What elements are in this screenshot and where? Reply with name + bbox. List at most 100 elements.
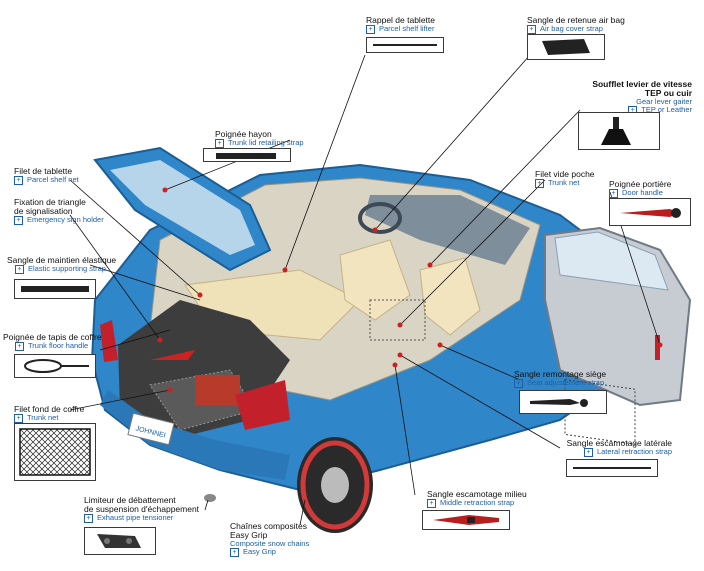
label-middle-retraction-strap: Sangle escamotage milieu + Middle retract… bbox=[427, 490, 527, 508]
label-en: Middle retraction strap bbox=[440, 498, 515, 508]
expand-icon[interactable]: + bbox=[527, 24, 536, 34]
thumb-trunk-lid-strap bbox=[203, 148, 291, 162]
thumb-lateral-retraction-strap bbox=[566, 459, 658, 477]
label-fr-line1: Chaînes composites bbox=[230, 521, 308, 531]
label-parcel-shelf-net: Filet de tablette + Parcel shelf net bbox=[14, 167, 79, 185]
label-en: Composite snow chains bbox=[230, 538, 310, 548]
label-door-handle: Poignée portière + Door handle bbox=[609, 180, 671, 198]
label-en: Parcel shelf net bbox=[27, 175, 79, 185]
expand-icon[interactable]: + bbox=[14, 413, 23, 423]
steering-wheel bbox=[358, 202, 402, 234]
label-elastic-strap: Sangle de maintien élastique + Elastic su… bbox=[7, 256, 116, 274]
expand-icon[interactable]: + bbox=[215, 138, 224, 148]
wheel-hub bbox=[321, 467, 349, 503]
expand-icon[interactable]: + bbox=[230, 547, 239, 557]
tailgate-glass bbox=[110, 160, 255, 255]
label-en: Door handle bbox=[622, 188, 663, 198]
label-en: Trunk floor handle bbox=[28, 341, 89, 351]
label-fr: Sangle escamotage milieu bbox=[427, 489, 527, 499]
thumb-air-bag-cover-strap bbox=[527, 34, 605, 60]
expand-icon[interactable]: + bbox=[15, 264, 24, 274]
label-exhaust-pipe-tensioner: Limiteur de débattement de suspension d'… bbox=[84, 496, 199, 523]
label-fr: Filet de tablette bbox=[14, 166, 73, 176]
label-seat-adjustment-strap: Sangle remontage siège + Seat adjustement… bbox=[514, 370, 606, 388]
label-fr: Sangle de maintien élastique bbox=[7, 255, 117, 265]
label-emergency-sign-holder: Fixation de triangle de signalisation + E… bbox=[14, 198, 104, 225]
label-en-line2: TEP or Leather bbox=[641, 105, 692, 115]
label-fr-line1: Limiteur de débattement bbox=[84, 495, 176, 505]
thumb-parcel-shelf-lifter bbox=[366, 37, 444, 53]
label-fr-line2: de suspension d'échappement bbox=[84, 503, 200, 514]
expand-icon[interactable]: + bbox=[427, 498, 436, 508]
label-fr-line2: TEP ou cuir bbox=[644, 87, 692, 98]
expand-icon[interactable]: + bbox=[535, 178, 544, 188]
tail-light-left bbox=[100, 320, 118, 362]
thumb-door-handle bbox=[609, 198, 691, 226]
thumb-seat-adjustment-strap bbox=[519, 390, 607, 414]
label-en2: Easy Grip bbox=[243, 547, 276, 557]
label-fr-line1: Fixation de triangle bbox=[14, 197, 86, 207]
expand-icon[interactable]: + bbox=[609, 188, 618, 198]
label-trunk-lid-strap: Poignée hayon + Trunk lid retailing strap bbox=[215, 130, 304, 148]
label-en: Emergency sign holder bbox=[27, 215, 104, 225]
tail-light bbox=[235, 380, 290, 430]
warning-triangle bbox=[150, 350, 195, 360]
label-fr: Sangle remontage siège bbox=[514, 369, 607, 379]
thumb-trunk-floor-handle bbox=[14, 354, 96, 378]
label-en: Elastic supporting strap bbox=[28, 264, 106, 274]
expand-icon[interactable]: + bbox=[514, 378, 523, 388]
label-en: Exhaust pipe tensioner bbox=[97, 513, 174, 523]
label-en-line1: Gear lever gaiter bbox=[636, 96, 692, 106]
expand-icon[interactable]: + bbox=[14, 215, 23, 225]
thumb-exhaust-pipe-tensioner bbox=[84, 527, 156, 555]
label-fr: Poignée de tapis de coffre bbox=[3, 332, 102, 342]
label-fr-line2: de signalisation bbox=[14, 205, 73, 216]
attachment-points bbox=[157, 187, 663, 393]
thumb-gear-lever-gaiter bbox=[578, 112, 660, 150]
expand-icon[interactable]: + bbox=[14, 175, 23, 185]
label-trunk-floor-net: Filet fond de coffre + Trunk net bbox=[14, 405, 84, 423]
expand-icon[interactable]: + bbox=[366, 24, 375, 34]
front-seat-right bbox=[419, 257, 481, 336]
label-fr: Rappel de tablette bbox=[366, 15, 435, 25]
trunk-basket bbox=[195, 375, 240, 405]
label-en: Trunk lid retailing strap bbox=[228, 138, 304, 148]
label-fr: Sangle de retenue air bag bbox=[527, 15, 625, 25]
door-handle-strap bbox=[655, 335, 660, 360]
expand-icon[interactable]: + bbox=[583, 447, 593, 457]
front-seat-left bbox=[339, 239, 411, 321]
label-trunk-net-pocket: Filet vide poche + Trunk net bbox=[535, 170, 595, 188]
label-fr-line1: Soufflet levier de vitesse bbox=[592, 79, 692, 89]
label-fr-line2: Easy Grip bbox=[230, 529, 268, 540]
label-en: Lateral retraction strap bbox=[596, 447, 672, 457]
label-fr: Poignée hayon bbox=[215, 129, 272, 139]
expand-icon[interactable]: + bbox=[15, 341, 24, 351]
label-fr: Poignée portière bbox=[609, 179, 672, 189]
label-en: Trunk net bbox=[27, 413, 59, 423]
rear-bumper bbox=[100, 390, 290, 480]
label-en: Trunk net bbox=[548, 178, 580, 188]
license-plate bbox=[127, 412, 175, 446]
label-fr: Filet fond de coffre bbox=[14, 404, 85, 414]
label-parcel-shelf-lifter: Rappel de tablette + Parcel shelf lifter bbox=[366, 16, 435, 34]
label-trunk-floor-handle: Poignée de tapis de coffre + Trunk floor … bbox=[3, 333, 102, 351]
snow-chain bbox=[300, 440, 370, 530]
dashboard bbox=[365, 195, 530, 265]
thumb-elastic-strap bbox=[14, 279, 96, 299]
label-snow-chains: Chaînes composites Easy Grip Composite s… bbox=[230, 522, 309, 557]
label-en: Parcel shelf lifter bbox=[379, 24, 435, 34]
seat-back-net bbox=[369, 299, 426, 341]
door-window bbox=[554, 231, 669, 291]
thumb-trunk-floor-net bbox=[14, 423, 96, 481]
label-fr: Filet vide poche bbox=[535, 169, 595, 179]
label-en: Seat adjustement strap bbox=[527, 378, 605, 388]
exhaust-pipe bbox=[204, 494, 216, 502]
door-net bbox=[564, 378, 636, 445]
thumb-middle-retraction-strap bbox=[422, 510, 510, 530]
expand-icon[interactable]: + bbox=[84, 513, 93, 523]
label-air-bag-cover-strap: Sangle de retenue air bag +Air bag cover… bbox=[527, 16, 625, 34]
label-gear-lever-gaiter: Soufflet levier de vitesse TEP ou cuir G… bbox=[592, 80, 692, 115]
label-fr: Sangle escamotage latérale bbox=[566, 438, 672, 448]
